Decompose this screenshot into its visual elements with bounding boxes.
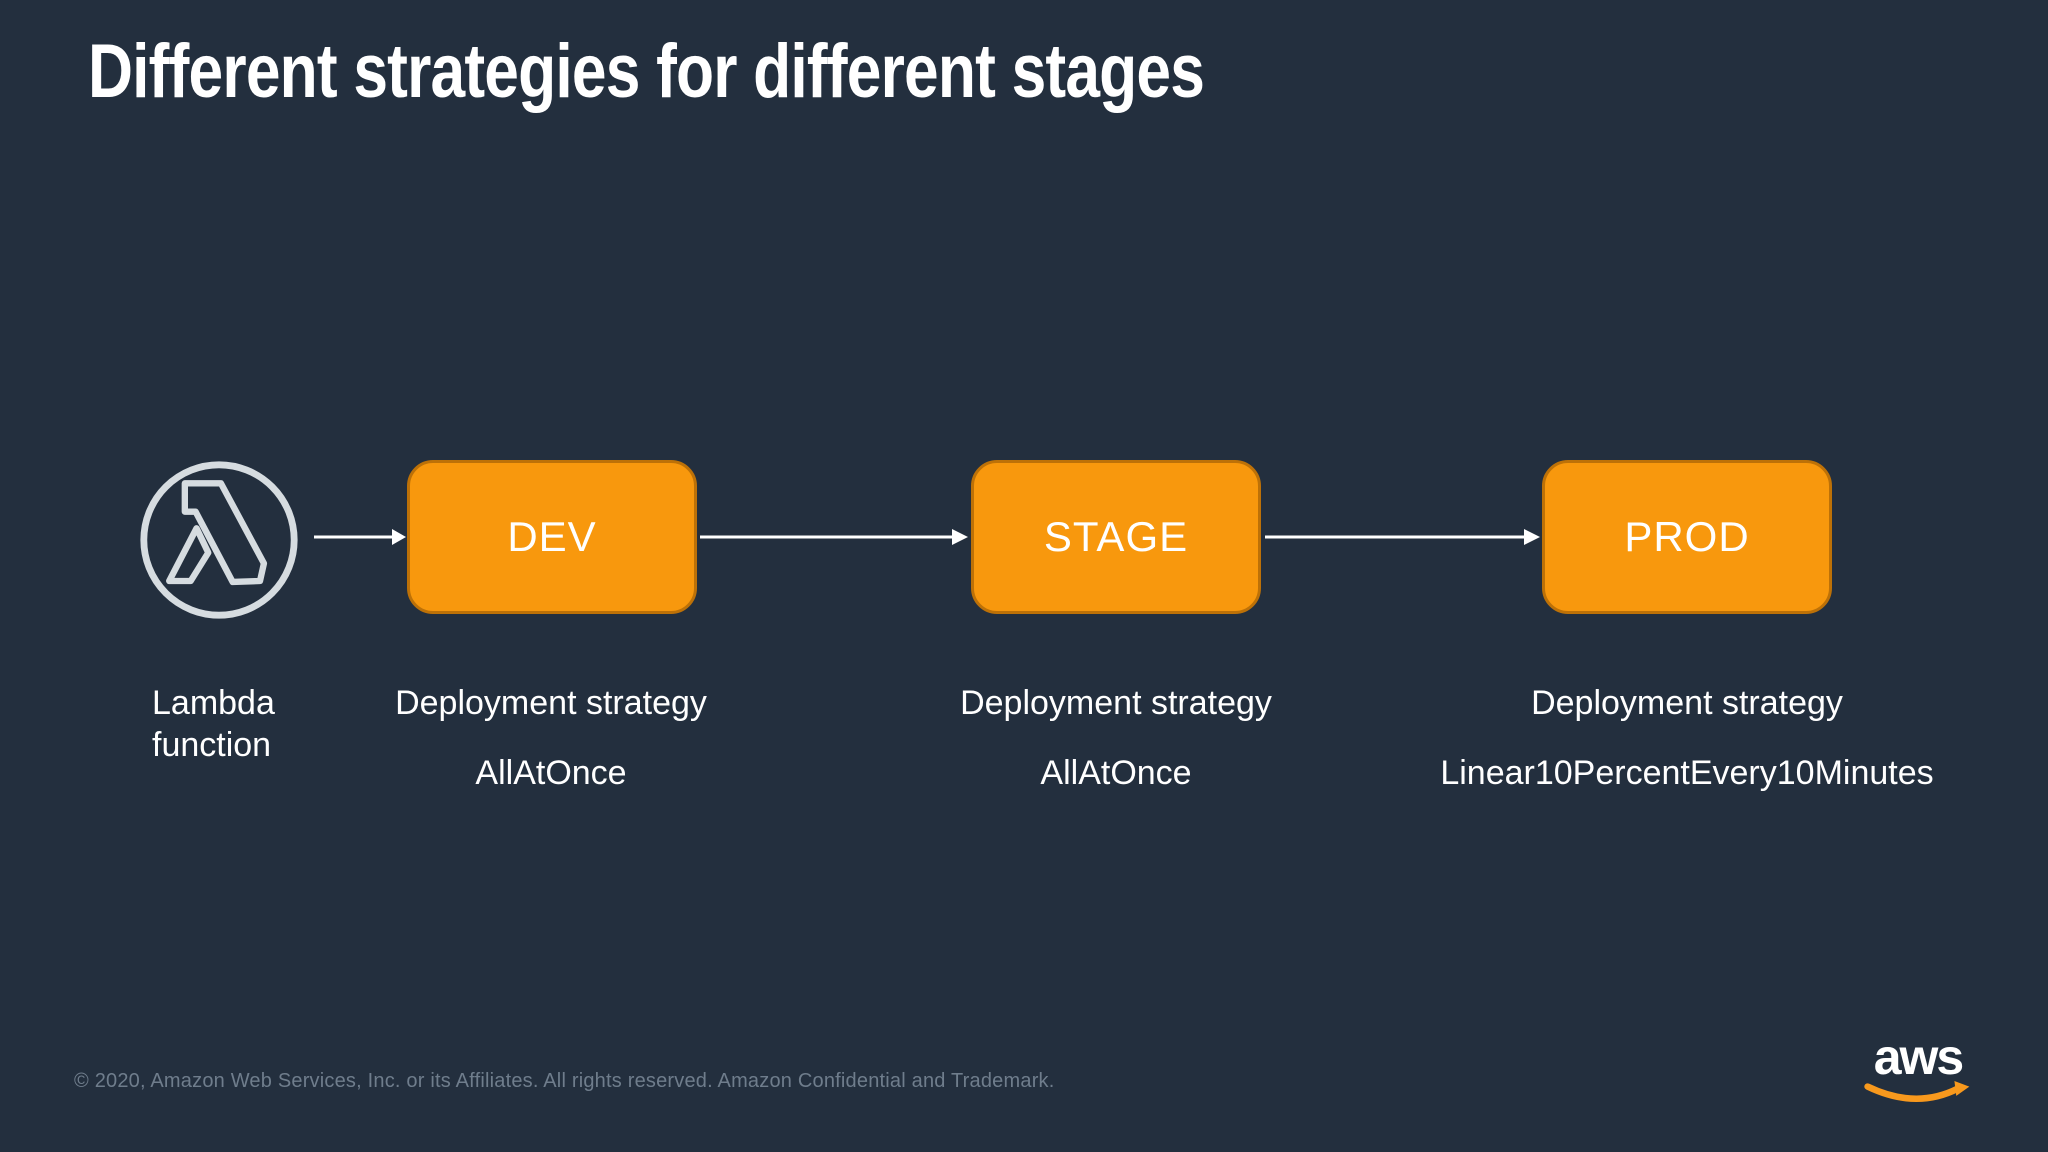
stage-box-prod: PROD — [1542, 460, 1832, 614]
arrow-dev-to-stage — [700, 525, 968, 549]
strategy-value: AllAtOnce — [1040, 754, 1192, 792]
circle-outline — [140, 461, 298, 619]
aws-logo-text: aws — [1873, 1029, 1965, 1085]
arrow-stage-to-prod — [1265, 525, 1540, 549]
lambda-function-icon — [136, 456, 302, 622]
stage-box-stage-label: STAGE — [1043, 513, 1189, 560]
strategy-title: Deployment strategy — [395, 684, 707, 722]
strategy-value: Linear10PercentEvery10Minutes — [1440, 754, 1934, 792]
stage-box-stage: STAGE — [971, 460, 1261, 614]
strategy-caption-stage: Deployment strategy AllAtOnce — [816, 682, 1416, 794]
aws-logo: aws — [1858, 1032, 1978, 1116]
lambda-function-label: Lambda function — [152, 684, 275, 764]
copyright-text: © 2020, Amazon Web Services, Inc. or its… — [74, 1070, 1055, 1092]
aws-smile-icon — [1864, 1081, 1970, 1102]
arrow-lambda-to-dev — [314, 525, 406, 549]
strategy-caption-prod: Deployment strategy Linear10PercentEvery… — [1387, 682, 1987, 794]
strategy-caption-dev: Deployment strategy AllAtOnce — [251, 682, 851, 794]
lambda-glyph-leg — [166, 525, 212, 585]
strategy-title: Deployment strategy — [1531, 684, 1843, 722]
strategy-title: Deployment strategy — [960, 684, 1272, 722]
lambda-glyph-main — [181, 480, 268, 586]
slide-title: Different strategies for different stage… — [88, 29, 1205, 114]
stage-box-dev: DEV — [407, 460, 697, 614]
stage-box-prod-label: PROD — [1624, 513, 1750, 560]
strategy-value: AllAtOnce — [475, 754, 627, 792]
stage-box-dev-label: DEV — [507, 513, 597, 560]
